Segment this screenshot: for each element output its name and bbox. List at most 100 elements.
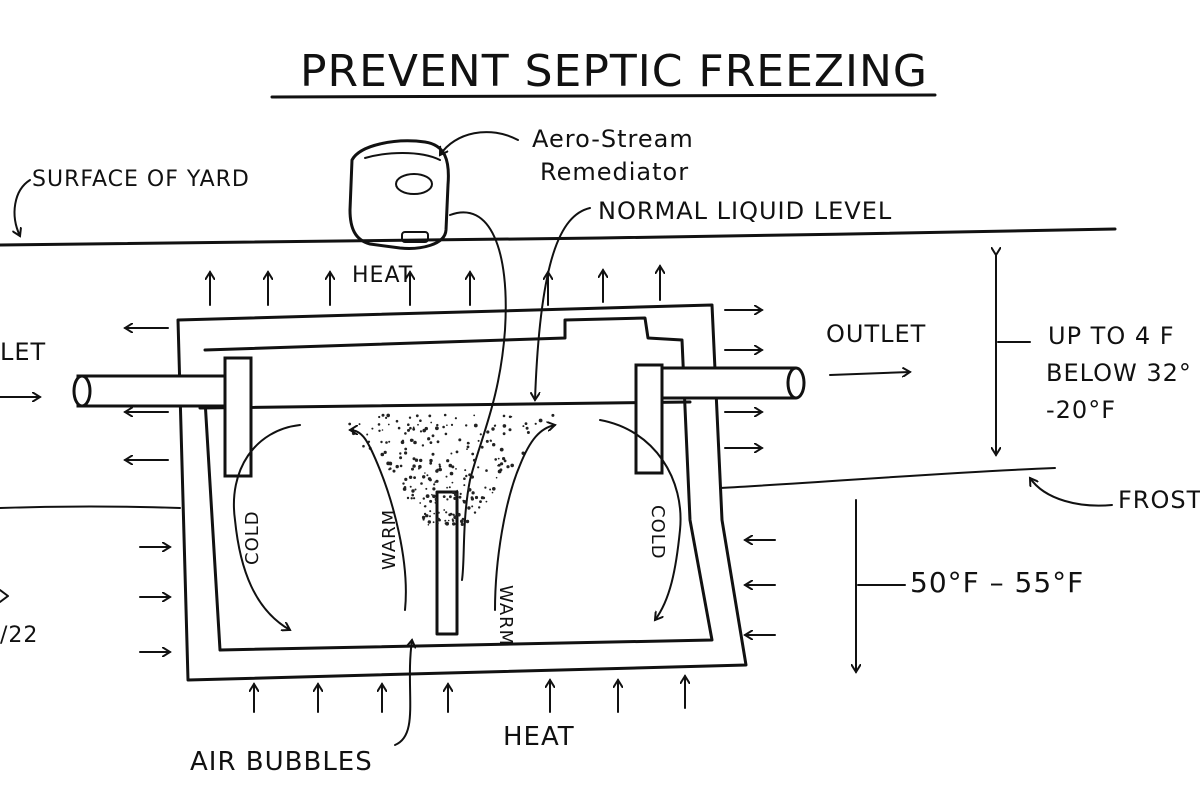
air-bubble bbox=[404, 451, 408, 455]
liquid-surface bbox=[198, 400, 692, 410]
air-bubble bbox=[502, 424, 507, 428]
air-bubble bbox=[455, 450, 459, 454]
air-bubble bbox=[454, 492, 458, 497]
air-bubble bbox=[433, 512, 436, 515]
air-bubble bbox=[473, 511, 477, 514]
air-bubble bbox=[442, 425, 445, 429]
air-bubble bbox=[447, 519, 450, 522]
air-bubble bbox=[408, 475, 413, 479]
air-bubble bbox=[472, 458, 476, 462]
inlet-label: LET bbox=[0, 338, 46, 366]
air-bubble bbox=[497, 469, 502, 474]
air-bubble bbox=[443, 413, 447, 417]
heat-arrows-left bbox=[125, 328, 170, 652]
air-bubble bbox=[431, 493, 433, 496]
air-bubble bbox=[413, 476, 416, 479]
warm-right-label: WARM bbox=[495, 585, 516, 646]
air-bubble bbox=[506, 465, 510, 469]
frost-depth-label-line3: -20°F bbox=[1046, 396, 1116, 424]
air-bubble bbox=[471, 491, 475, 495]
cold-flow-right bbox=[599, 419, 682, 620]
tank-outer-wall bbox=[176, 303, 748, 682]
air-bubble bbox=[429, 515, 431, 518]
air-bubble bbox=[433, 483, 436, 486]
air-bubble bbox=[429, 461, 433, 465]
heat-bottom-label: HEAT bbox=[503, 722, 575, 752]
air-bubble bbox=[479, 500, 482, 503]
air-bubble bbox=[397, 426, 401, 430]
air-bubble bbox=[381, 429, 384, 431]
air-bubble bbox=[466, 445, 470, 449]
air-bubble bbox=[473, 414, 476, 417]
air-bubble bbox=[413, 497, 416, 500]
air-bubble bbox=[425, 514, 429, 518]
remediator-pointer bbox=[440, 131, 519, 155]
air-bubble bbox=[491, 427, 495, 431]
heat-arrows-top bbox=[210, 266, 660, 306]
air-bubble bbox=[508, 428, 512, 432]
air-bubble bbox=[454, 417, 457, 420]
air-bubble bbox=[458, 495, 462, 499]
air-bubble bbox=[451, 465, 455, 469]
diagram-title: PREVENT SEPTIC FREEZING bbox=[300, 46, 928, 97]
air-bubble bbox=[411, 493, 415, 497]
air-bubble bbox=[494, 458, 498, 461]
air-bubble bbox=[489, 488, 492, 491]
liquid-level-pointer bbox=[535, 207, 591, 400]
air-bubble bbox=[451, 481, 454, 484]
bubble-plume bbox=[348, 413, 555, 527]
air-bubble bbox=[395, 419, 399, 423]
air-bubble bbox=[474, 495, 479, 500]
outlet-baffle bbox=[634, 363, 664, 475]
air-bubble bbox=[485, 469, 488, 472]
heat-arrows-right bbox=[724, 310, 776, 635]
inlet-pipe-end bbox=[72, 374, 92, 408]
air-bubble bbox=[434, 481, 437, 483]
air-bubble bbox=[438, 465, 442, 468]
air-bubble bbox=[486, 430, 490, 434]
air-bubble bbox=[383, 450, 387, 454]
outlet-label: OUTLET bbox=[826, 320, 926, 348]
air-bubble bbox=[399, 464, 403, 468]
air-bubble bbox=[491, 491, 494, 494]
ground-temp-label: 50°F – 55°F bbox=[910, 566, 1084, 599]
air-bubble bbox=[478, 506, 481, 509]
frost-depth-label-line1: UP TO 4 F bbox=[1048, 322, 1175, 350]
air-bubble bbox=[446, 459, 450, 463]
cold-right-label: COLD bbox=[647, 505, 668, 560]
air-bubble bbox=[380, 440, 383, 444]
air-bubble bbox=[453, 515, 458, 520]
remediator-device bbox=[348, 139, 450, 250]
yard-surface-line bbox=[0, 227, 1117, 247]
air-bubble bbox=[417, 423, 419, 426]
air-bubble bbox=[438, 463, 441, 466]
air-bubble bbox=[462, 500, 467, 504]
air-bubble bbox=[477, 466, 480, 469]
air-bubble bbox=[410, 497, 413, 500]
air-bubble bbox=[510, 415, 513, 418]
air-bubble bbox=[408, 416, 412, 419]
air-bubble bbox=[451, 518, 454, 521]
air-bubble bbox=[378, 415, 381, 419]
air-bubble bbox=[418, 467, 420, 470]
air-bubble bbox=[402, 487, 407, 491]
air-bubble bbox=[452, 513, 455, 516]
air-bubble bbox=[402, 482, 405, 485]
outlet-pipe-end bbox=[786, 366, 806, 400]
edge-fragment: /22 bbox=[0, 623, 38, 648]
air-bubble bbox=[395, 464, 399, 469]
air-bubble bbox=[392, 469, 396, 473]
air-bubbles-label: AIR BUBBLES bbox=[190, 747, 373, 777]
air-bubble bbox=[534, 422, 537, 425]
air-bubble bbox=[450, 452, 453, 455]
surface-pointer bbox=[15, 179, 31, 236]
air-bubble bbox=[424, 505, 427, 508]
air-bubble bbox=[480, 445, 484, 449]
air-bubble bbox=[378, 429, 381, 432]
air-diffuser bbox=[435, 490, 459, 636]
air-bubble bbox=[463, 484, 466, 487]
air-bubble bbox=[432, 494, 436, 499]
air-bubble bbox=[427, 438, 430, 441]
air-bubble bbox=[446, 486, 448, 489]
